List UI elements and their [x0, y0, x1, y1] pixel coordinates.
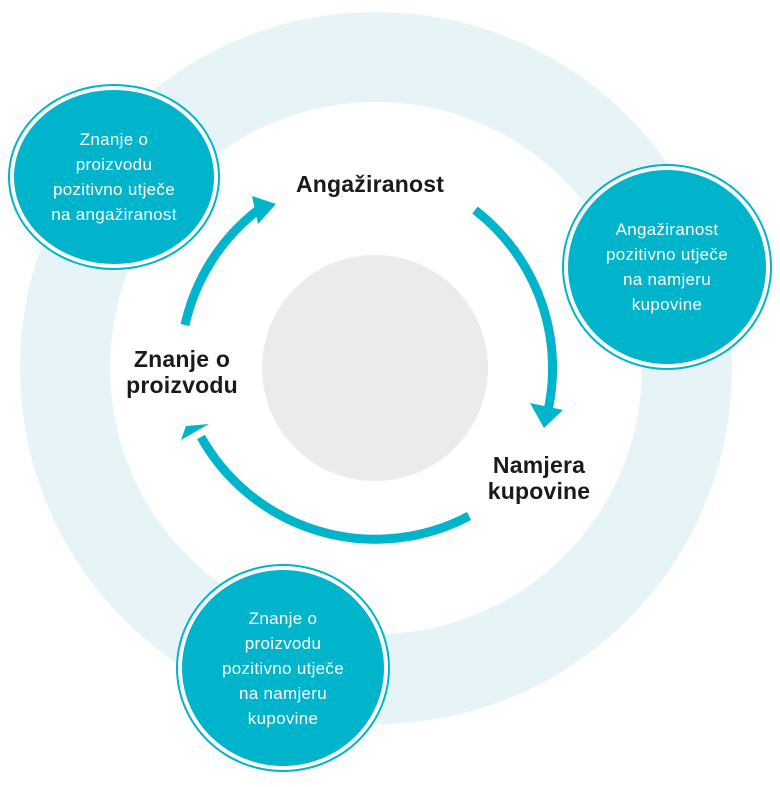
arrow-intent-to-knowledge: [197, 434, 472, 544]
center-circle: [262, 255, 488, 481]
arrowhead-engagement: [252, 196, 276, 224]
effect-engagement-to-intent-text: Angažiranost pozitivno utječe na namjeru…: [606, 220, 728, 314]
stage-purchase-intent: Namjera kupovine: [487, 452, 591, 504]
stage-engagement: Angažiranost: [296, 171, 445, 197]
arrowhead-intent: [530, 403, 563, 428]
arrowhead-knowledge: [181, 424, 209, 440]
effect-engagement-to-intent-bubble: Angažiranost pozitivno utječe na namjeru…: [568, 170, 766, 364]
effect-knowledge-to-engagement-bubble: Znanje o proizvodu pozitivno utječe na a…: [14, 90, 214, 264]
effect-knowledge-to-engagement-text: Znanje o proizvodu pozitivno utječe na a…: [51, 130, 177, 224]
stage-product-knowledge: Znanje o proizvodu: [126, 346, 238, 398]
arrow-engagement-to-intent: [472, 206, 558, 417]
effect-knowledge-to-intent-bubble: Znanje o proizvodu pozitivno utječe na n…: [182, 570, 384, 766]
arrow-knowledge-to-engagement: [180, 206, 261, 326]
effect-knowledge-to-intent-text: Znanje o proizvodu pozitivno utječe na n…: [222, 608, 344, 728]
